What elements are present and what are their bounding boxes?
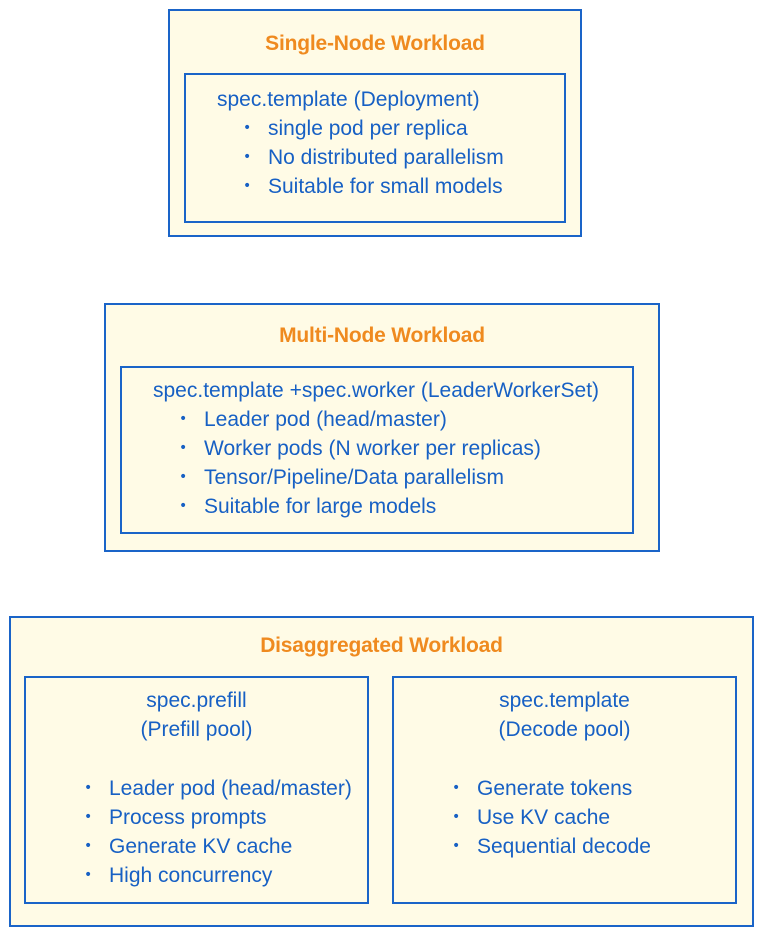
bullet-icon: • <box>452 838 461 854</box>
multi-node-item: Worker pods (N worker per replicas) <box>204 437 541 460</box>
bullet-icon: • <box>179 411 188 427</box>
decode-pool-box: spec.template (Decode pool) • Generate t… <box>392 676 737 904</box>
bullet-icon: • <box>243 178 252 194</box>
single-node-item: Suitable for small models <box>268 175 503 198</box>
prefill-header-pool: (Prefill pool) <box>140 718 253 741</box>
single-node-item: single pod per replica <box>268 117 468 140</box>
disaggregated-title: Disaggregated Workload <box>260 634 503 657</box>
single-node-item: No distributed parallelism <box>268 146 504 169</box>
bullet-icon: • <box>243 120 252 136</box>
decode-item: Generate tokens <box>477 777 633 800</box>
multi-node-item: Leader pod (head/master) <box>204 408 447 431</box>
decode-item: Sequential decode <box>477 835 651 858</box>
multi-node-spec-box: spec.template +spec.worker (LeaderWorker… <box>120 366 634 534</box>
multi-node-workload-box: Multi-Node Workload spec.template +spec.… <box>104 303 660 552</box>
decode-header-pool: (Decode pool) <box>498 718 631 741</box>
prefill-pool-box: spec.prefill (Prefill pool) • Leader pod… <box>24 676 369 904</box>
decode-item: Use KV cache <box>477 806 611 829</box>
prefill-item: Generate KV cache <box>109 835 293 858</box>
prefill-item: High concurrency <box>109 864 273 887</box>
prefill-header-spec: spec.prefill <box>146 689 247 712</box>
bullet-icon: • <box>243 149 252 165</box>
prefill-item: Process prompts <box>109 806 267 829</box>
bullet-icon: • <box>84 780 93 796</box>
bullet-icon: • <box>179 498 188 514</box>
disaggregated-workload-box: Disaggregated Workload spec.prefill (Pre… <box>9 616 754 927</box>
bullet-icon: • <box>179 469 188 485</box>
bullet-icon: • <box>452 809 461 825</box>
bullet-icon: • <box>84 809 93 825</box>
single-node-workload-box: Single-Node Workload spec.template (Depl… <box>168 9 582 237</box>
multi-node-item: Tensor/Pipeline/Data parallelism <box>204 466 504 489</box>
single-node-spec-header: spec.template (Deployment) <box>217 88 480 111</box>
bullet-icon: • <box>179 440 188 456</box>
multi-node-title: Multi-Node Workload <box>279 324 485 347</box>
single-node-spec-box: spec.template (Deployment) • single pod … <box>184 73 566 223</box>
bullet-icon: • <box>84 838 93 854</box>
bullet-icon: • <box>84 867 93 883</box>
bullet-icon: • <box>452 780 461 796</box>
decode-header-spec: spec.template <box>499 689 630 712</box>
multi-node-spec-header: spec.template +spec.worker (LeaderWorker… <box>153 379 600 402</box>
single-node-title: Single-Node Workload <box>265 32 485 55</box>
multi-node-item: Suitable for large models <box>204 495 437 518</box>
prefill-item: Leader pod (head/master) <box>109 777 352 800</box>
